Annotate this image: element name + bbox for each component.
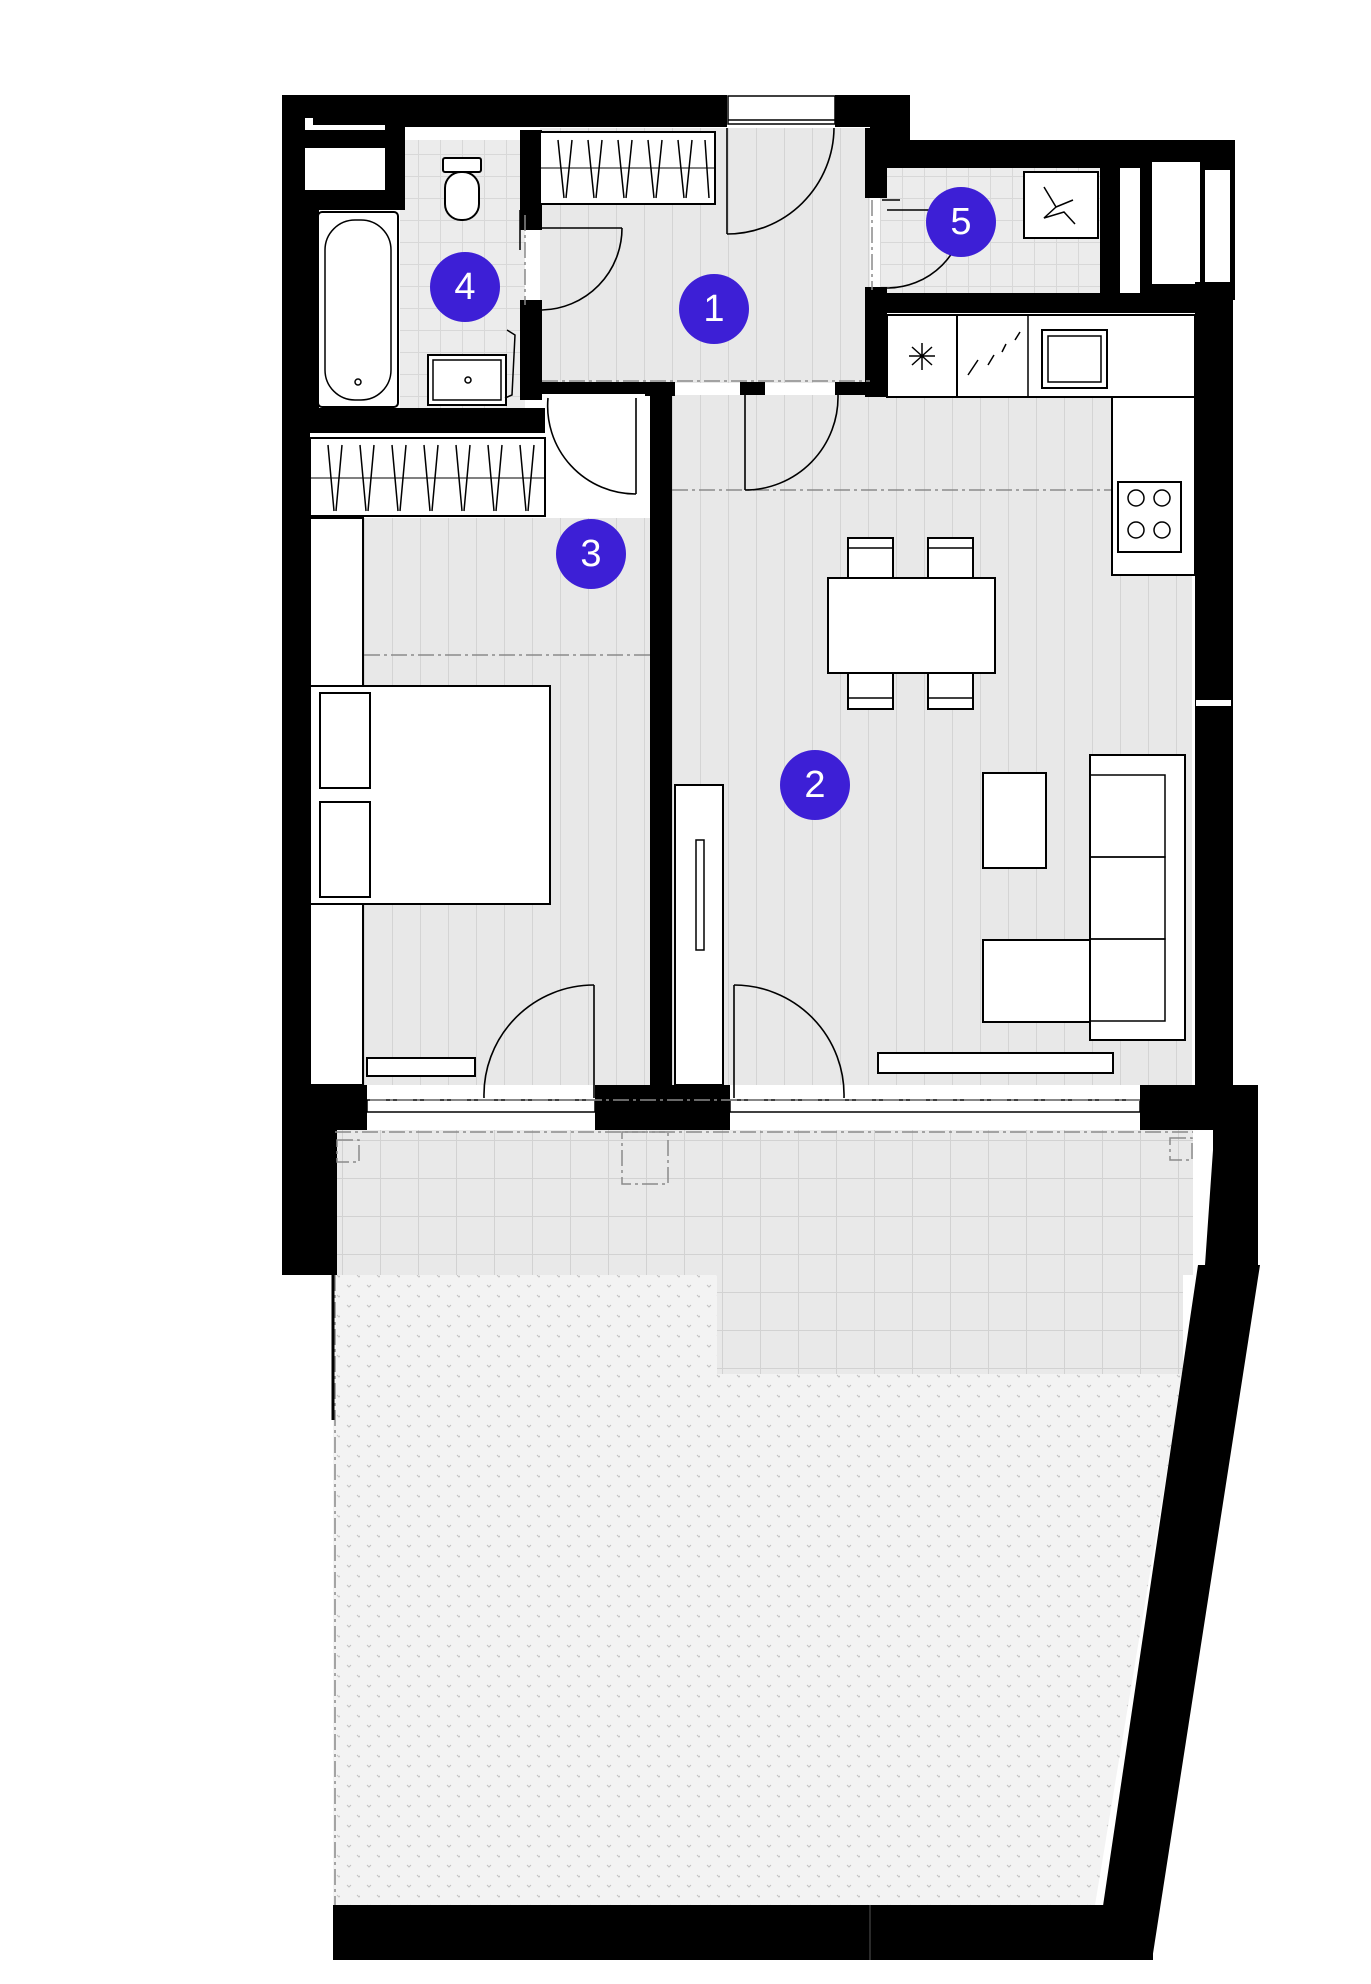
terrace-floor [333, 1275, 1183, 1905]
bathtub-inner [324, 219, 392, 401]
walls [282, 95, 1260, 1960]
wardrobe-hall [539, 131, 716, 205]
balcony-floor [335, 1130, 1193, 1275]
chair-4 [927, 672, 974, 710]
counter-marble [956, 315, 1029, 397]
room-number: 5 [950, 201, 971, 243]
doors [483, 127, 966, 1099]
chair-1 [847, 537, 894, 579]
radiator-bedroom [366, 1057, 476, 1077]
radiator-living [877, 1052, 1114, 1074]
towel-rail [504, 329, 516, 399]
room-marker-5: 5 [926, 187, 996, 257]
room-number: 2 [804, 764, 825, 806]
dining-table [827, 577, 996, 674]
bathroom-fixtures [317, 157, 521, 408]
sofa [1089, 754, 1186, 1041]
pillow-left [319, 692, 371, 789]
room-marker-4: 4 [430, 252, 500, 322]
balcony-floor-ext [717, 1270, 1183, 1374]
living-fixtures [674, 537, 1186, 1086]
sofa-chaise [982, 939, 1091, 1023]
room-number: 3 [580, 533, 601, 575]
room-marker-1: 1 [679, 274, 749, 344]
utility-fixtures [1023, 171, 1099, 239]
room-marker-3: 3 [556, 519, 626, 589]
kitchen-sink [1041, 329, 1108, 389]
living-wardrobe [674, 784, 724, 1086]
coffee-table [982, 772, 1047, 869]
room-number: 4 [454, 266, 475, 308]
room-marker-2: 2 [780, 750, 850, 820]
kitchen-fixtures [886, 314, 1196, 576]
washbasin [427, 354, 507, 406]
bedroom-fixtures [309, 517, 551, 1086]
threshold-lines [310, 200, 1195, 1905]
toilet-bowl [444, 171, 480, 221]
windows [366, 95, 1141, 1113]
toilet-tank [442, 157, 482, 173]
pillow-right [319, 801, 371, 898]
room-number: 1 [703, 288, 724, 330]
chair-2 [927, 537, 974, 579]
chair-3 [847, 672, 894, 710]
cooktop [1117, 481, 1182, 553]
wardrobe-bedroom [309, 437, 546, 517]
balcony-details [331, 1131, 1193, 1960]
bathtub [317, 211, 399, 408]
living-room-floor-top [672, 395, 1112, 425]
room-markers: 1 2 3 4 5 [430, 187, 996, 820]
